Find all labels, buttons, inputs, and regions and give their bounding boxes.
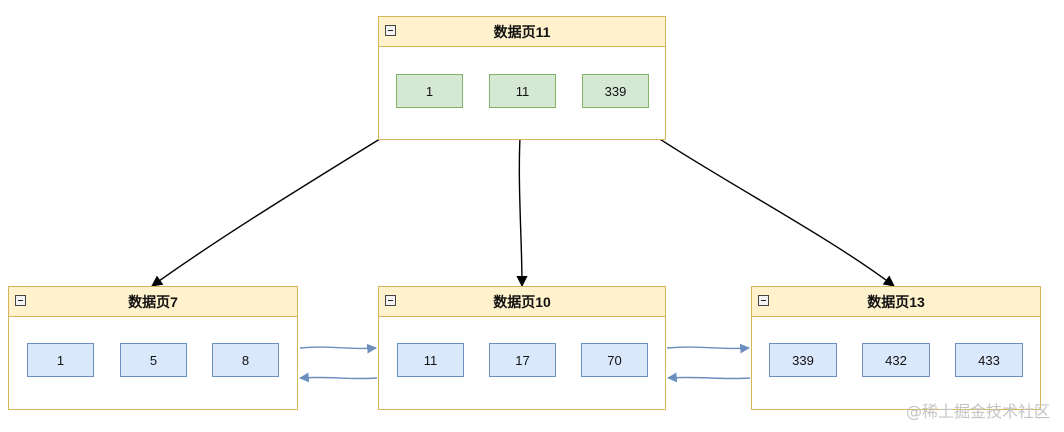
watermark-text: @稀土掘金技术社区 <box>905 402 1050 421</box>
collapse-icon[interactable] <box>758 295 769 306</box>
page-title: 数据页10 <box>493 293 551 310</box>
data-page-7: 数据页7 1 5 8 <box>8 286 298 410</box>
page-prev-arrow <box>299 372 378 383</box>
record-cell: 17 <box>489 343 556 377</box>
data-page-11: 数据页11 1 11 339 <box>378 16 666 140</box>
record-cell: 339 <box>582 74 649 108</box>
page-header: 数据页11 <box>379 17 665 47</box>
record-cell: 5 <box>120 343 187 377</box>
page-title: 数据页11 <box>493 23 551 40</box>
page-title: 数据页13 <box>867 293 925 310</box>
collapse-icon[interactable] <box>15 295 26 306</box>
page-header: 数据页10 <box>379 287 665 317</box>
record-cell: 339 <box>769 343 837 377</box>
page-title: 数据页7 <box>128 293 178 310</box>
record-cell: 8 <box>212 343 279 377</box>
collapse-icon[interactable] <box>385 25 396 36</box>
record-cell: 1 <box>396 74 463 108</box>
record-cell: 433 <box>955 343 1023 377</box>
data-page-13: 数据页13 339 432 433 <box>751 286 1041 410</box>
record-cell: 11 <box>489 74 556 108</box>
record-cell: 11 <box>397 343 464 377</box>
page-header: 数据页7 <box>9 287 297 317</box>
page-prev-arrow <box>667 372 751 383</box>
page-next-arrow <box>299 343 377 354</box>
page-header: 数据页13 <box>752 287 1040 317</box>
data-page-10: 数据页10 11 17 70 <box>378 286 666 410</box>
record-cell: 1 <box>27 343 94 377</box>
collapse-icon[interactable] <box>385 295 396 306</box>
page-next-arrow <box>666 343 750 354</box>
record-cell: 432 <box>862 343 930 377</box>
record-cell: 70 <box>581 343 648 377</box>
